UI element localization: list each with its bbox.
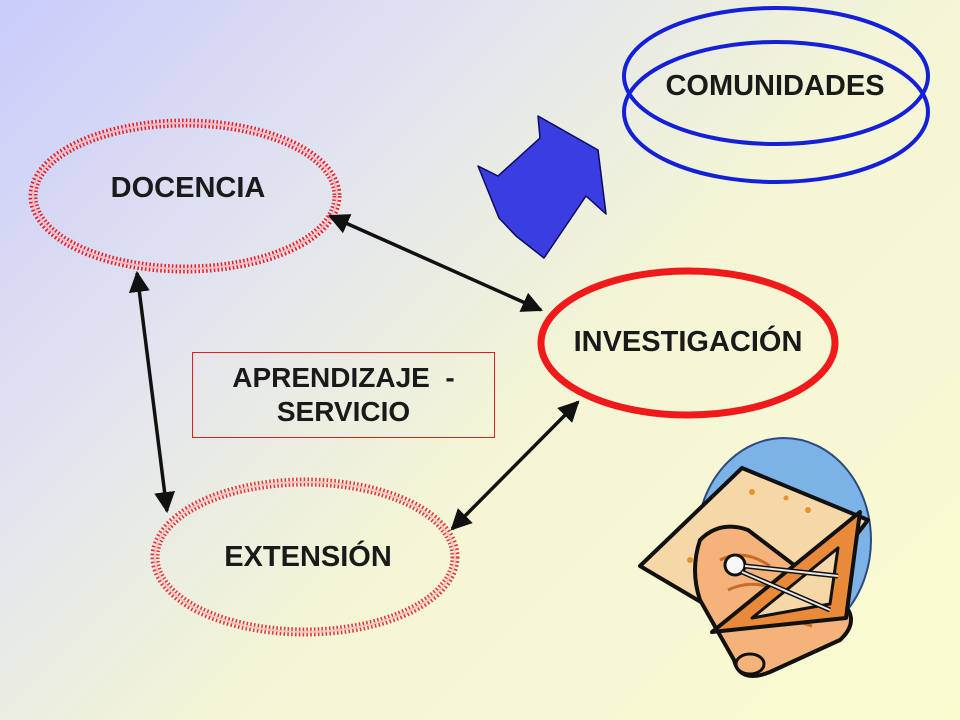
double-block-arrow-icon	[477, 115, 607, 259]
connector-investigacion-extension	[450, 400, 580, 531]
investigacion-label: INVESTIGACIÓN	[573, 326, 803, 358]
connector-docencia-extension	[128, 270, 176, 514]
aprendizaje-servicio-box: APRENDIZAJE - SERVICIO	[192, 352, 495, 438]
docencia-ellipse	[28, 118, 342, 274]
drafting-tools-clipart-icon	[638, 437, 872, 678]
box-line-2: SERVICIO	[276, 396, 411, 427]
extension-ellipse	[150, 477, 460, 637]
box-line-1: APRENDIZAJE -	[232, 362, 455, 393]
connector-docencia-investigacion	[328, 214, 543, 312]
docencia-label: DOCENCIA	[110, 172, 266, 204]
investigacion-ellipse	[537, 267, 839, 419]
comunidades-label: COMUNIDADES	[665, 70, 885, 102]
comunidades-ellipses	[622, 6, 930, 184]
extension-label: EXTENSIÓN	[224, 541, 392, 573]
